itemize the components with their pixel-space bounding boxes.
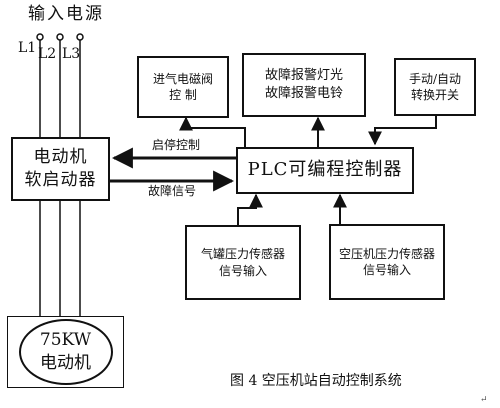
switch-to-plc-connector [368,116,437,146]
terminal-l3 [76,33,84,41]
motor-power: 75KW [39,330,92,351]
alarm-line2: 故障报警电铃 [264,86,343,101]
soft-starter-line1: 电动机 [33,147,88,168]
plc-to-valve-connector [179,116,246,148]
line-label-l1: L1 [18,40,37,56]
switch-box: 手动/自动 转换开关 [394,58,476,116]
line-label-l2: L2 [38,46,57,62]
tank-sensor-line2: 信号输入 [218,263,267,278]
power-title: 输入电源 [28,4,104,24]
tank-sensor-box: 气罐压力传感器 信号输入 [185,225,301,300]
figure-caption: 图 4 空压机站自动控制系统 [230,373,402,389]
start-stop-label: 启停控制 [152,138,201,152]
compressor-sensor-line1: 空压机压力传感器 [338,246,435,261]
compressor-sensor-box: 空压机压力传感器 信号输入 [329,224,445,300]
motor-box: 75KW 电动机 [7,316,124,388]
alarm-line1: 故障报警灯光 [264,68,343,84]
plc-label: PLC可编程控制器 [247,159,403,181]
switch-line2: 转换开关 [410,88,459,102]
tank-sensor-line1: 气罐压力传感器 [200,247,285,262]
terminal-l1 [36,33,44,41]
fault-signal-label: 故障信号 [148,184,197,198]
soft-starter-box: 电动机 软启动器 [11,137,110,201]
return-mark: ↵ [480,395,488,405]
switch-line1: 手动/自动 [408,71,462,86]
intake-valve-line2: 控 制 [169,88,197,102]
motor-name: 电动机 [40,353,91,373]
plc-box: PLC可编程控制器 [236,147,414,194]
intake-valve-box: 进气电磁阀 控 制 [137,56,229,118]
tank-sensor-to-plc-connector [237,193,263,226]
motor-circle: 75KW 电动机 [18,319,113,385]
alarm-box: 故障报警灯光 故障报警电铃 [242,53,366,117]
compressor-sensor-line2: 信号输入 [362,263,411,277]
terminal-l2 [56,33,64,41]
line-label-l3: L3 [62,46,81,62]
intake-valve-line1: 进气电磁阀 [152,71,213,86]
soft-starter-line2: 软启动器 [24,170,97,190]
